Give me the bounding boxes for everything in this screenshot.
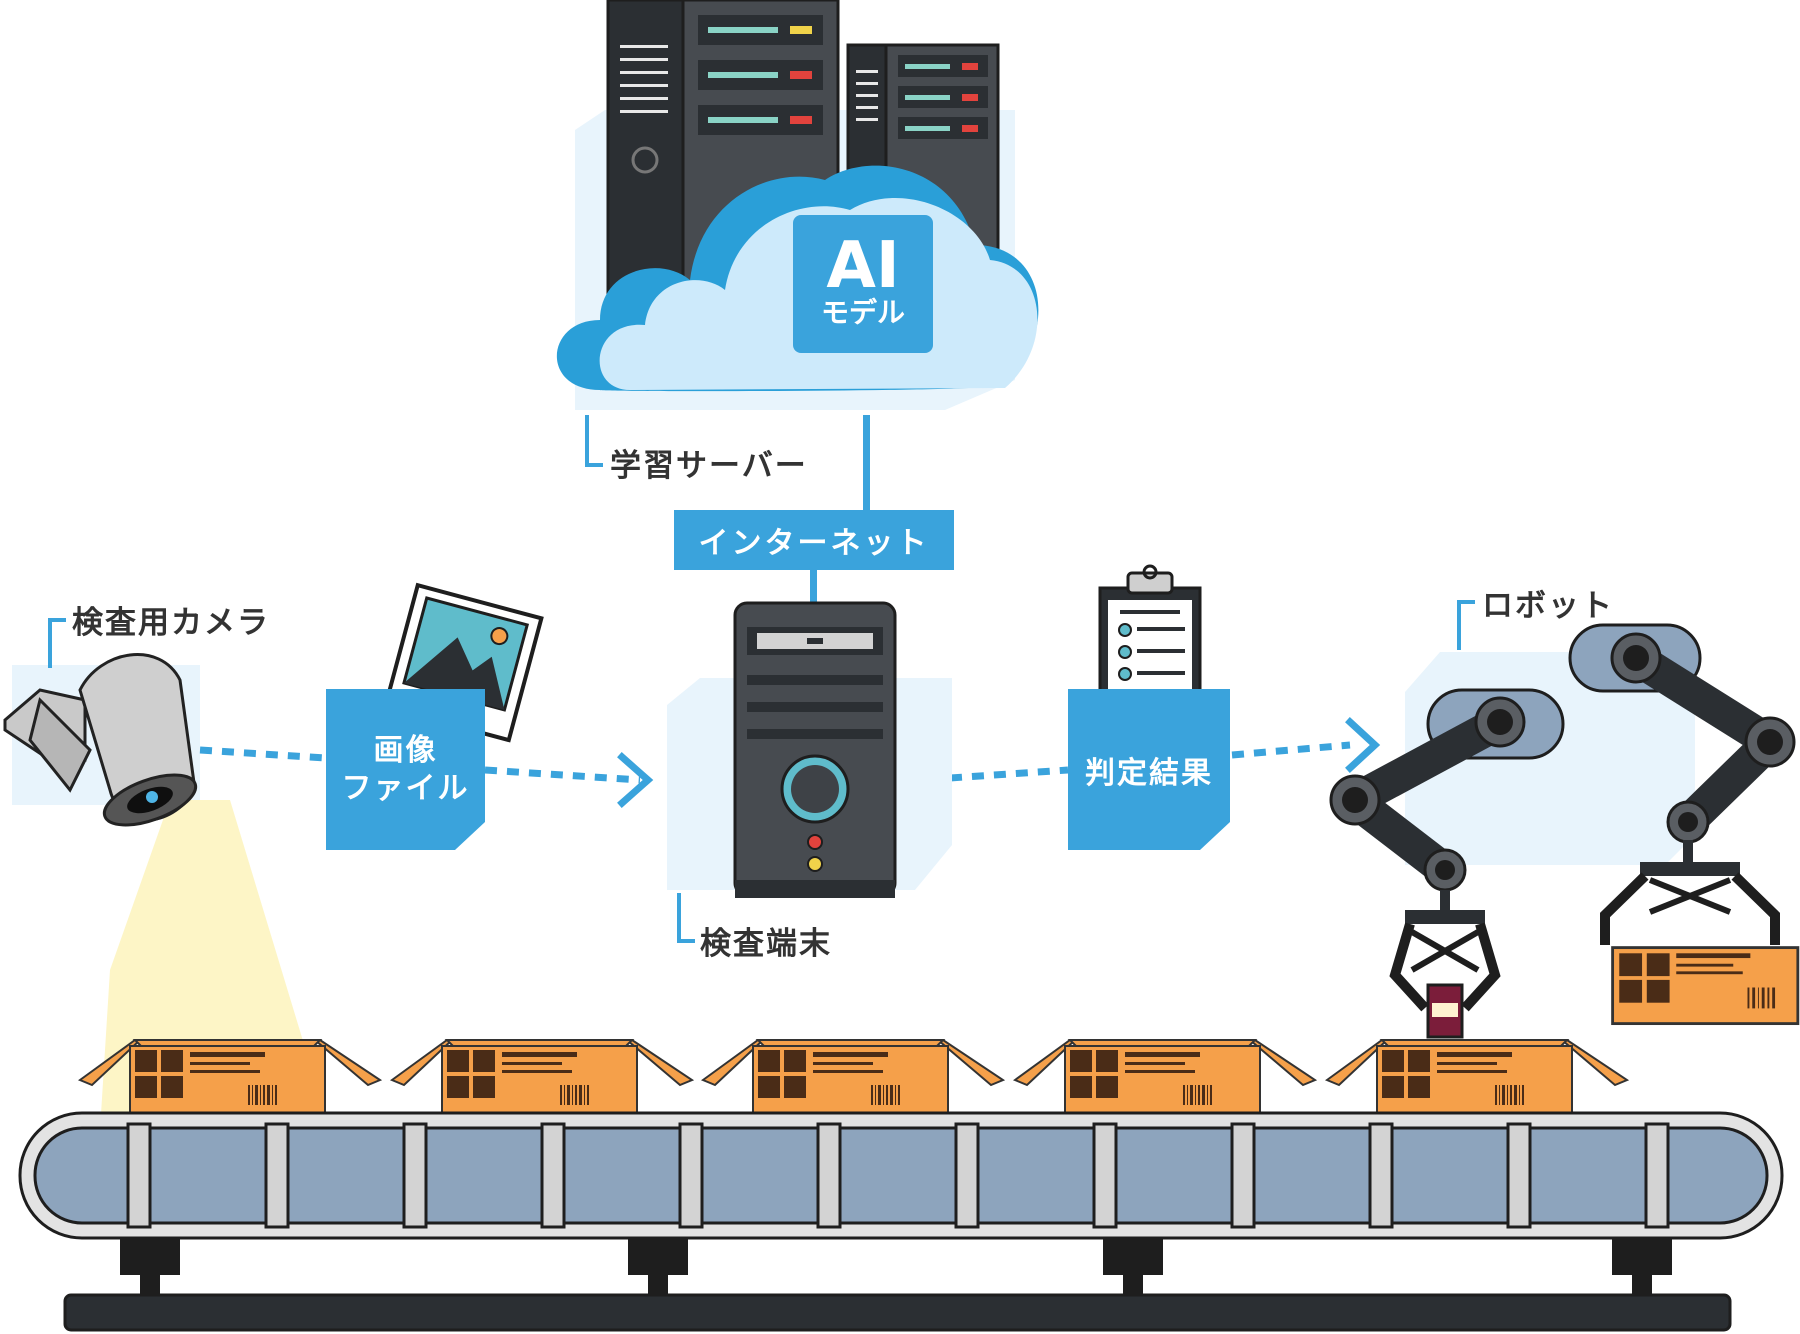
arrow-head-to-robot	[1345, 717, 1381, 773]
pc-tower-icon	[667, 601, 952, 898]
cloud-to-terminal-link	[810, 415, 870, 605]
terminal-label-bracket	[677, 893, 695, 943]
server-label-bracket	[585, 415, 603, 467]
flow-arrows	[199, 741, 1351, 784]
internet-label-text: インターネット	[698, 526, 930, 561]
robot-label: ロボット	[1482, 588, 1614, 624]
internet-label: インターネット	[674, 510, 954, 570]
ai-model-badge: AI モデル	[793, 215, 933, 353]
camera-label-bracket	[48, 618, 66, 668]
image-file-box-shape	[326, 689, 485, 850]
cardboard-box-icon	[1611, 946, 1800, 1026]
server-label: 学習サーバー	[610, 448, 808, 484]
ai-badge-subtitle: モデル	[820, 296, 905, 329]
robot-label-bracket	[1457, 600, 1475, 650]
result-box-shape	[1068, 689, 1230, 850]
result-label-text: 判定結果	[1085, 756, 1213, 791]
robot-arm-icon	[1329, 623, 1796, 1039]
ai-badge-title: AI	[826, 229, 900, 303]
camera-label: 検査用カメラ	[72, 605, 270, 641]
terminal-label: 検査端末	[700, 926, 832, 962]
result-label: 判定結果	[1068, 745, 1230, 795]
image-file-label-line2: ファイル	[341, 771, 470, 806]
camera-icon	[3, 653, 330, 1130]
image-file-label: 画像 ファイル	[326, 725, 485, 815]
image-file-label-line1: 画像	[373, 733, 438, 768]
conveyor-belt-icon	[18, 1111, 1784, 1332]
arrow-head-to-terminal	[617, 752, 654, 808]
